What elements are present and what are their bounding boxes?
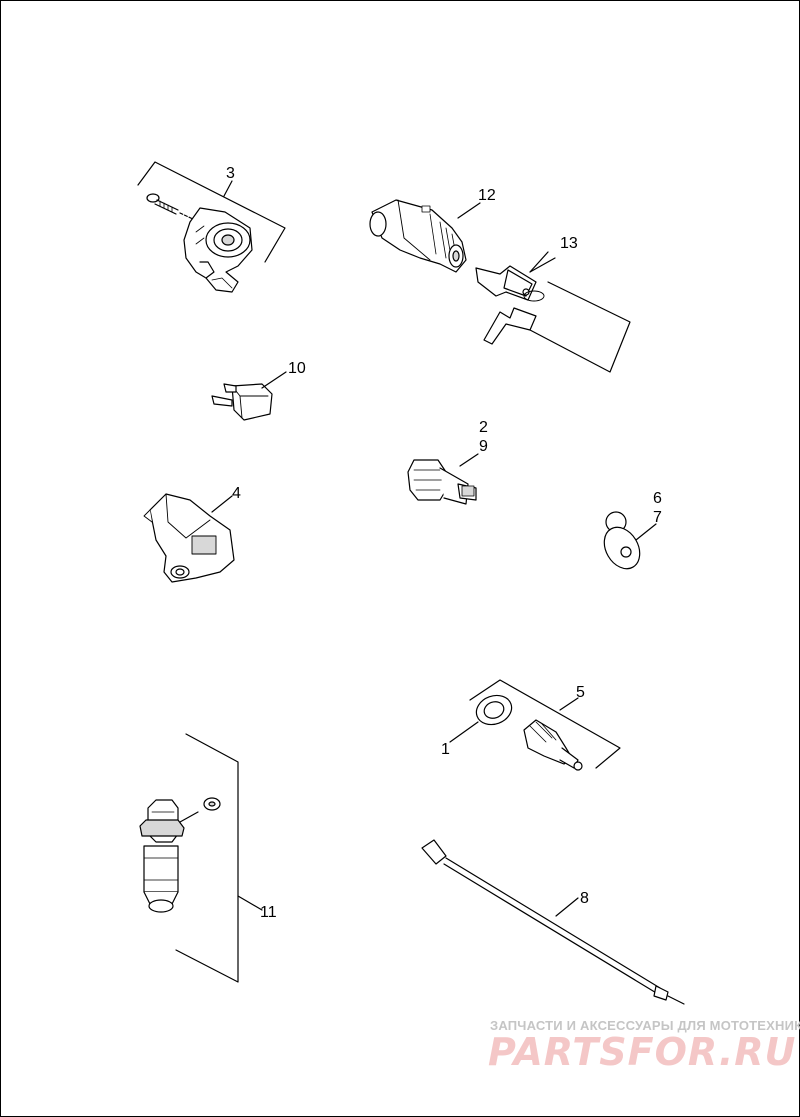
callout-3: 3 <box>226 165 235 182</box>
callout-5: 5 <box>576 684 585 701</box>
callout-1: 1 <box>441 741 450 758</box>
part-3-ignition-switch <box>137 161 286 293</box>
part-4-sensor <box>143 493 235 583</box>
callout-6: 6 <box>653 490 662 507</box>
callout-8: 8 <box>580 890 589 907</box>
part-11-pressure-sensor <box>139 733 263 983</box>
callout-7: 7 <box>653 509 662 526</box>
watermark-logo: PARTSFOR.RU <box>488 1030 797 1074</box>
callout-12: 12 <box>478 187 496 204</box>
callout-2: 2 <box>479 419 488 436</box>
callout-13: 13 <box>560 235 578 252</box>
part-2-9-pressure-switch <box>407 453 479 505</box>
callout-9: 9 <box>479 438 488 455</box>
part-10-fuse <box>211 371 287 421</box>
part-6-7-clip <box>603 511 657 570</box>
callout-10: 10 <box>288 360 306 377</box>
screw-icon <box>146 193 196 221</box>
part-8-wire-lead <box>421 839 685 1005</box>
callout-11: 11 <box>260 904 277 921</box>
part-12-lock-cylinder <box>369 199 481 273</box>
part-5-temp-sensor <box>449 679 621 771</box>
part-13-keys <box>475 251 631 373</box>
callout-4: 4 <box>232 485 241 502</box>
watermark-tagline: ЗАПЧАСТИ И АКСЕССУАРЫ ДЛЯ МОТОТЕХНИКИ <box>490 1018 800 1033</box>
